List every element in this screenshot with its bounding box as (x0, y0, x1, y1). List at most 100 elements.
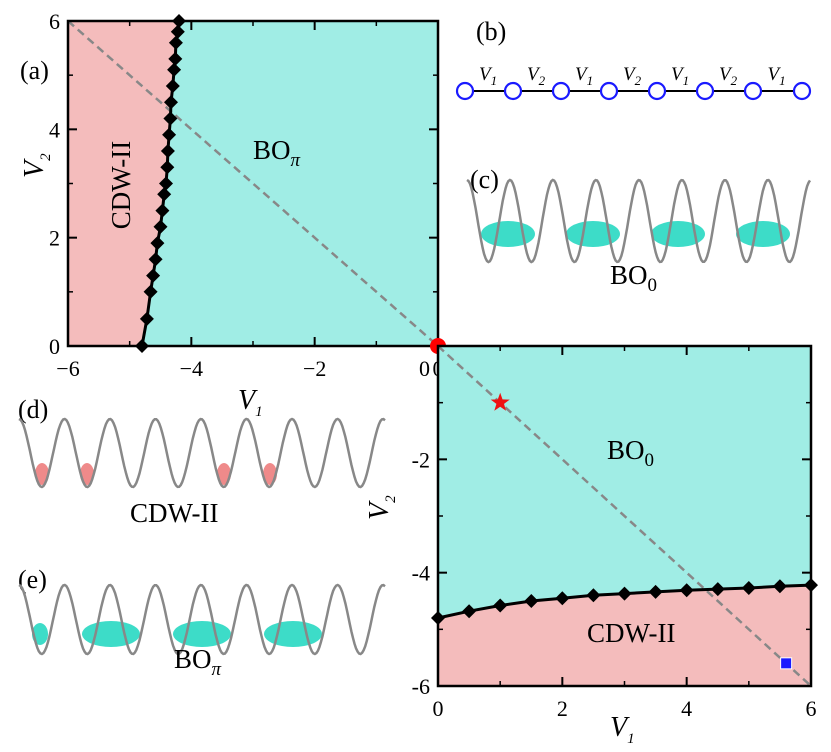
chain-site-2 (551, 81, 571, 101)
boundary-marker-a-2 (143, 284, 158, 299)
x-tick-label-a-2: −2 (303, 356, 326, 381)
bond-label-3: V2 (623, 64, 642, 88)
chain-site-1 (503, 81, 523, 101)
x-tick-label-b-0: 0 (433, 696, 444, 721)
red-star-marker (490, 392, 510, 411)
bond-label-5: V2 (719, 64, 738, 88)
boundary-marker-b-10 (741, 581, 756, 595)
boundary-markers-bottom (431, 578, 818, 625)
bo0-blob-1 (566, 221, 620, 247)
bond-label-0: V1 (479, 64, 497, 88)
region-label-cdw-a: CDW-II (106, 141, 136, 229)
inset-d-name: CDW-II (130, 498, 218, 528)
chain-site-5 (695, 81, 715, 101)
chain-site-7 (792, 81, 812, 101)
x-tick-label-b-1: 2 (557, 696, 568, 721)
bo-0-region (438, 346, 811, 618)
boundary-marker-a-18 (168, 35, 183, 50)
chain-bond-labels: V1 V2 V1 V2 V1 V2 V1 (479, 64, 786, 88)
boundary-marker-b-1 (462, 604, 477, 619)
boundary-marker-a-12 (162, 127, 177, 142)
panel-label-c: (c) (470, 165, 499, 194)
boundary-marker-a-1 (139, 311, 154, 326)
boundary-marker-a-16 (167, 62, 182, 77)
y-tick-label-b-3: -6 (412, 674, 430, 699)
y-tick-label-b-0: 0 (419, 356, 430, 381)
y-axis-label-bottom: V2 (364, 495, 399, 520)
chain-site-0 (455, 81, 475, 101)
bond-label-6: V1 (768, 64, 786, 88)
y-axis-label-a: V2 (19, 153, 54, 178)
boundary-marker-a-13 (163, 111, 178, 126)
bo0-blob-2 (651, 221, 705, 247)
region-label-bo-pi-a: BOπ (253, 135, 301, 171)
boundary-marker-a-4 (148, 252, 163, 267)
diagonal-dashed-line-a (67, 20, 439, 347)
boundary-marker-b-7 (648, 584, 663, 599)
boundary-marker-b-9 (710, 582, 725, 597)
y-tick-label-a-3: 6 (49, 9, 60, 34)
bond-label-4: V1 (671, 64, 689, 88)
cdw-ii-region-a (68, 21, 179, 346)
chain-site-3 (599, 81, 619, 101)
boundary-marker-a-15 (165, 79, 180, 93)
chain-sites (455, 81, 812, 101)
panel-label-a: (a) (20, 56, 49, 85)
boundary-marker-b-2 (493, 598, 508, 613)
y-tick-label-b-1: -2 (412, 447, 430, 472)
x-tick-label-a-1: −4 (180, 356, 203, 381)
bond-label-1: V2 (527, 64, 546, 88)
y-tick-label-a-1: 2 (49, 226, 60, 251)
region-label-bo-0: BO0 (607, 435, 654, 471)
boundary-marker-b-3 (524, 594, 539, 608)
bo0-blob-0 (481, 221, 535, 247)
inset-c-bo0: (c) BO0 (466, 165, 812, 296)
boundary-marker-a-7 (155, 203, 170, 218)
x-tick-label-a-0: −6 (56, 356, 79, 381)
inset-e-bopi: (e) BOπ (18, 565, 386, 680)
potential-wave-c (466, 178, 812, 264)
inset-e-name: BOπ (174, 644, 222, 680)
boundary-marker-b-6 (617, 586, 632, 601)
boundary-marker-a-10 (160, 160, 175, 175)
blue-square-marker (780, 657, 793, 670)
boundary-marker-a-9 (159, 176, 173, 191)
cdw-ii-region-bottom (438, 585, 811, 686)
boundary-marker-a-11 (160, 144, 175, 158)
boundary-marker-a-3 (146, 268, 161, 283)
boundary-marker-b-5 (586, 588, 601, 603)
x-axis-label-a: V1 (238, 385, 263, 420)
y-tick-label-a-0: 0 (49, 334, 60, 359)
bo-pi-region-a (142, 21, 438, 346)
x-tick-label-b-3: 6 (806, 696, 817, 721)
bo0-blob-3 (736, 221, 790, 247)
boundary-marker-b-8 (679, 583, 694, 598)
boundary-marker-a-8 (157, 187, 172, 202)
y-tick-label-a-2: 4 (49, 117, 60, 142)
chain-site-4 (647, 81, 667, 101)
boundary-marker-b-4 (555, 591, 570, 606)
region-label-cdw-bottom: CDW-II (587, 618, 675, 648)
chain-site-6 (743, 81, 763, 101)
potential-wave-d (18, 417, 386, 489)
boundary-marker-a-14 (164, 95, 178, 110)
panel-label-d: (d) (18, 395, 48, 424)
bopi-blob-0 (82, 621, 140, 647)
boundary-marker-a-6 (153, 219, 168, 234)
x-axis-label-bottom: V1 (610, 712, 635, 747)
boundary-marker-b-11 (772, 579, 787, 594)
bo0-bond-blobs (481, 221, 790, 247)
inset-d-cdw: (d) CDW-II (18, 395, 386, 528)
inset-c-name: BO0 (610, 260, 657, 296)
boundary-marker-a-19 (170, 24, 185, 39)
boundary-marker-a-17 (168, 51, 183, 66)
cdw-occupation-dots (35, 463, 277, 485)
boundary-marker-a-5 (150, 236, 165, 251)
bond-label-2: V1 (575, 64, 593, 88)
y-tick-label-b-2: -4 (412, 561, 430, 586)
panel-a-plot: −6 −4 −2 0 0 2 4 6 (49, 9, 446, 381)
